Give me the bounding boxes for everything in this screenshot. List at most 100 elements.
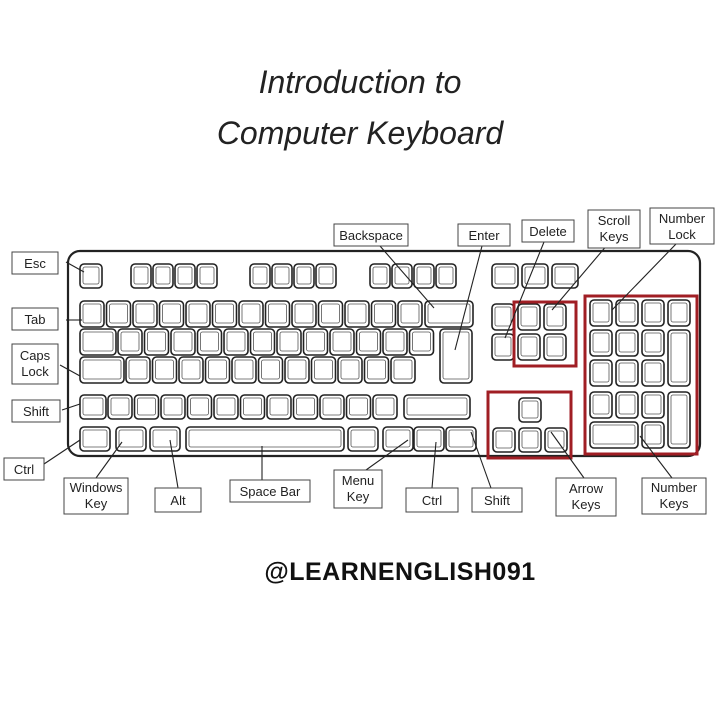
keycap-top <box>547 430 565 449</box>
keycap-top <box>252 266 268 285</box>
scroll-keys-highlight <box>512 300 578 368</box>
keycap-top <box>494 306 512 327</box>
label-ctrl-left-text: Ctrl <box>14 462 34 477</box>
keycap <box>363 356 390 384</box>
keycap <box>517 303 541 331</box>
keycap-top <box>294 303 314 324</box>
keycap-top <box>200 331 219 352</box>
keycap-top <box>82 331 114 352</box>
keycap-top <box>406 397 468 416</box>
number-keys-highlight <box>583 294 699 456</box>
keycap <box>408 328 435 356</box>
keycap <box>589 391 613 419</box>
label-number-lock: Number Lock <box>649 207 715 245</box>
keycap-top <box>349 397 368 416</box>
keycap <box>79 300 105 328</box>
keycap-top <box>359 331 378 352</box>
keycap <box>369 263 391 289</box>
label-windows-key: Windows Key <box>63 477 129 515</box>
keycap <box>439 328 473 384</box>
label-esc-text: Esc <box>24 256 46 271</box>
keycap <box>310 356 337 384</box>
keycap <box>79 263 103 289</box>
label-space-bar-text: Space Bar <box>240 484 301 499</box>
keycap <box>79 356 125 384</box>
keycap <box>151 356 178 384</box>
keycap <box>143 328 170 356</box>
keycap <box>239 394 266 420</box>
keycap-top <box>120 331 140 352</box>
keycap <box>355 328 382 356</box>
keycap <box>264 300 291 328</box>
label-scroll-keys: Scroll Keys <box>587 209 641 249</box>
keycap <box>413 263 435 289</box>
keycap-top <box>296 397 315 416</box>
keycap <box>231 356 257 384</box>
keycap <box>213 394 239 420</box>
label-arrow-keys: Arrow Keys <box>555 477 617 517</box>
keycap <box>185 300 211 328</box>
keycap <box>266 394 292 420</box>
keycap-top <box>128 359 148 380</box>
keycap <box>160 394 186 420</box>
keycap <box>589 329 613 357</box>
keycap <box>178 356 204 384</box>
keycap-top <box>416 429 442 448</box>
keycap <box>158 300 185 328</box>
keycap-top <box>592 394 610 415</box>
keycap <box>149 426 181 452</box>
keycap <box>238 300 264 328</box>
keycap-top <box>296 266 312 285</box>
keycap-top <box>546 336 564 357</box>
keycap <box>589 359 613 387</box>
keycap <box>291 300 317 328</box>
keycap <box>641 329 665 357</box>
keycap <box>667 299 691 327</box>
keycap <box>518 427 542 453</box>
label-shift-right-text: Shift <box>484 493 510 508</box>
keycap-top <box>524 266 546 285</box>
keycap <box>284 356 310 384</box>
keycap <box>317 300 344 328</box>
keycap <box>372 394 398 420</box>
keycap-top <box>494 336 512 357</box>
keycap <box>345 394 372 420</box>
keycap <box>413 426 445 452</box>
keycap <box>397 300 423 328</box>
keycap-top <box>350 429 376 448</box>
arrow-keys-highlight <box>486 390 573 460</box>
label-menu-line1: Menu <box>342 473 375 488</box>
keycap-top <box>367 359 386 380</box>
keycap <box>329 328 355 356</box>
keycap-top <box>208 359 227 380</box>
keycap-top <box>427 303 471 324</box>
keycap-top <box>400 303 420 324</box>
keycap <box>667 329 691 387</box>
keycap <box>615 299 639 327</box>
keycap <box>117 328 143 356</box>
keycap-top <box>188 303 208 324</box>
keycap-top <box>520 306 538 327</box>
keycap-top <box>162 303 181 324</box>
keycap-top <box>385 331 405 352</box>
keycap-top <box>494 266 516 285</box>
keycap-top <box>644 332 662 353</box>
label-numkeys-line2: Keys <box>660 496 689 511</box>
label-numlock-line1: Number <box>659 211 706 226</box>
keycap <box>196 263 218 289</box>
keycap-top <box>261 359 280 380</box>
keycap <box>133 394 160 420</box>
keycap <box>543 303 567 331</box>
label-arrow-line2: Keys <box>572 497 601 512</box>
keycap-top <box>644 394 662 415</box>
keycap-top <box>318 266 334 285</box>
keycap-top <box>190 397 209 416</box>
keycap <box>174 263 196 289</box>
keycap <box>315 263 337 289</box>
keycap <box>257 356 284 384</box>
label-ctrl-left: Ctrl <box>3 457 45 481</box>
label-enter: Enter <box>457 223 511 247</box>
keycap-top <box>375 397 395 416</box>
keycap-top <box>137 397 156 416</box>
